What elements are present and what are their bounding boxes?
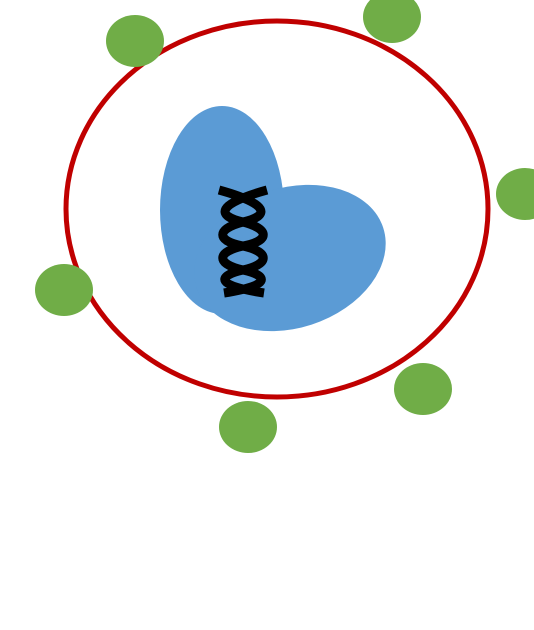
particle (394, 363, 452, 415)
particle (219, 401, 277, 453)
particle (106, 15, 164, 67)
particle (35, 264, 93, 316)
